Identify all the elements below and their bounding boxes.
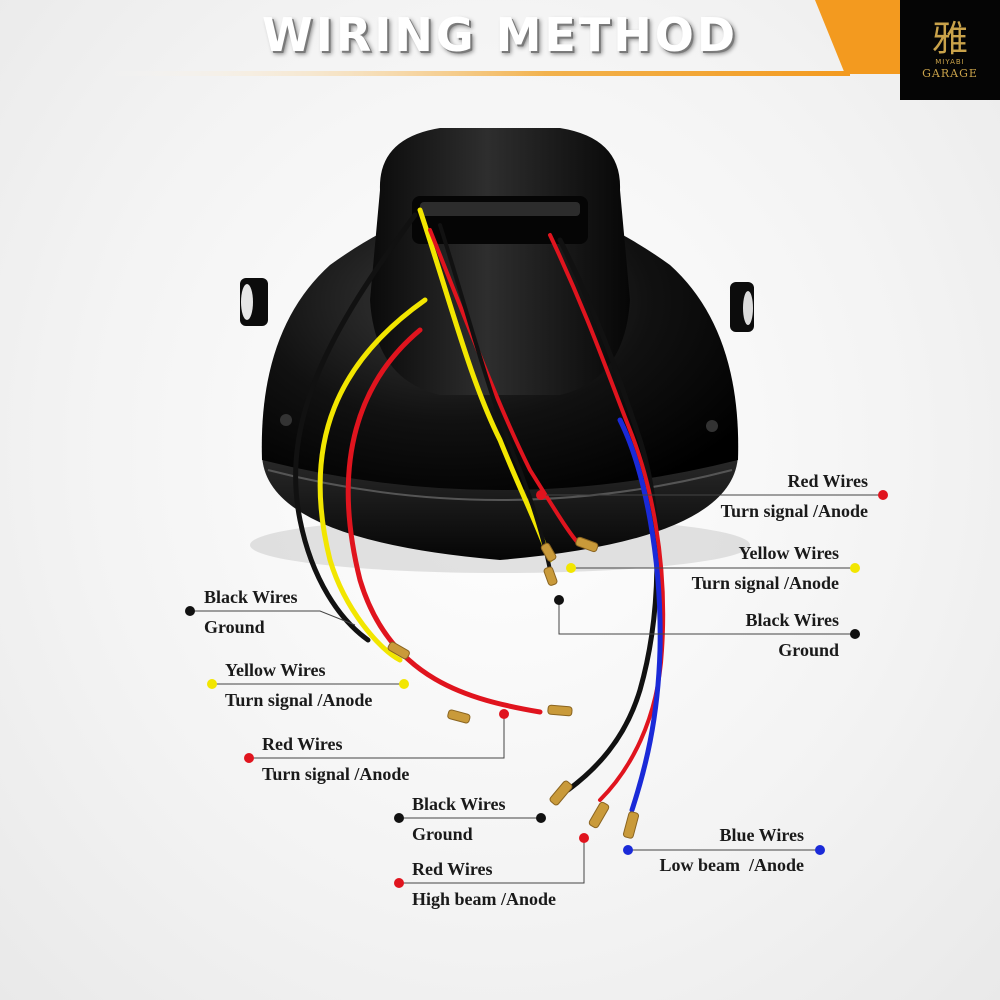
wire-black-right: [438, 223, 552, 572]
wire-yellow-right: [417, 207, 553, 563]
wire-blue-low: [617, 417, 663, 813]
label-yellow-turn-left-function: Turn signal /Anode: [225, 690, 373, 710]
brand-logo: 雅 MIYABI GARAGE: [900, 0, 1000, 100]
label-black-ground-low-function: Ground: [412, 824, 473, 844]
wire-yellow-left: [317, 297, 428, 663]
terminal: [387, 641, 410, 660]
wire-red-right: [428, 228, 582, 547]
terminal: [447, 709, 471, 724]
label-black-ground-right-wire: Black Wires: [745, 610, 839, 630]
label-red-turn-left-function: Turn signal /Anode: [262, 764, 410, 784]
logo-glyph: 雅: [931, 19, 968, 60]
label-black-ground-left-function: Ground: [204, 617, 265, 637]
label-red-turn-right-wire: Red Wires: [787, 471, 868, 491]
terminal: [547, 704, 573, 717]
label-yellow-turn-left-wire: Yellow Wires: [225, 660, 326, 680]
label-red-turn-right-function: Turn signal /Anode: [720, 501, 868, 521]
label-black-ground-left-wire: Black Wires: [204, 587, 298, 607]
wire-black-low: [557, 237, 660, 793]
logo-small-text: MIYABI: [935, 58, 965, 66]
label-blue-low-beam-function: Low beam /Anode: [659, 855, 804, 875]
terminal: [622, 811, 640, 839]
page-title: WIRING METHOD: [261, 8, 739, 62]
label-blue-low-beam-wire: Blue Wires: [719, 825, 804, 845]
label-yellow-turn-right-function: Turn signal /Anode: [691, 573, 839, 593]
lamp-hood: [370, 128, 630, 395]
wire-red-low: [548, 233, 666, 802]
terminal: [540, 542, 557, 562]
label-red-turn-left-wire: Red Wires: [262, 734, 343, 754]
logo-text: GARAGE: [922, 67, 978, 80]
label-red-high-beam-wire: Red Wires: [412, 859, 493, 879]
wire-red-left: [345, 327, 543, 715]
terminal: [549, 780, 573, 806]
wire-black-left: [293, 212, 418, 643]
label-black-ground-right-function: Ground: [778, 640, 839, 660]
label-red-high-beam-function: High beam /Anode: [412, 889, 557, 909]
terminal: [575, 536, 599, 553]
label-yellow-turn-right-wire: Yellow Wires: [738, 543, 839, 563]
terminal: [588, 801, 610, 829]
title-banner: [90, 0, 900, 76]
terminal: [543, 566, 558, 586]
label-black-ground-low-wire: Black Wires: [412, 794, 506, 814]
